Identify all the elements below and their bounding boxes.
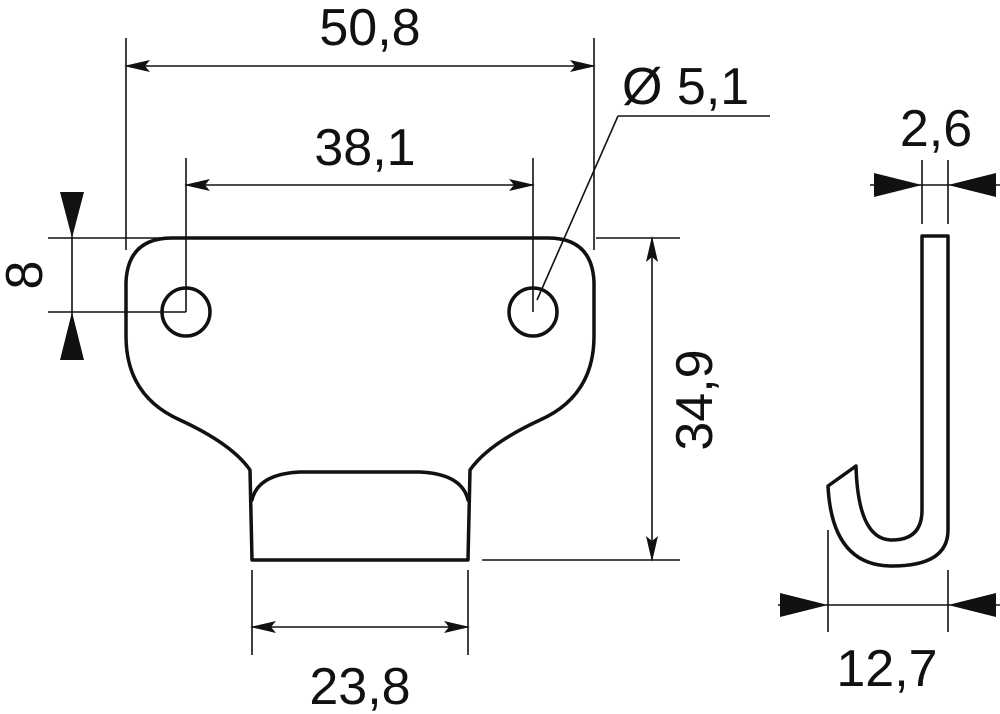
dim-hole-spacing-label: 38,1 <box>314 119 415 177</box>
hook-side-view <box>826 234 950 568</box>
plate-outline <box>124 236 596 562</box>
dimension-hole-diameter: Ø 5,1 <box>536 58 770 301</box>
dim-height-label: 34,9 <box>666 349 724 450</box>
dim-hook-thickness-label: 2,6 <box>900 100 972 158</box>
dim-hole-offset-label: 8 <box>0 261 54 290</box>
dimension-hole-offset: 8 <box>0 192 186 360</box>
dimension-tab-width: 23,8 <box>250 570 470 714</box>
dim-hook-width-label: 12,7 <box>836 640 937 698</box>
dimension-height: 34,9 <box>482 236 724 562</box>
hook-outline <box>826 234 950 568</box>
dimension-hook-width: 12,7 <box>778 530 1000 698</box>
dimension-hook-thickness: 2,6 <box>870 100 1000 224</box>
tab-bend-line <box>250 470 470 502</box>
dimension-overall-width: 50,8 <box>124 0 596 250</box>
dim-overall-width-label: 50,8 <box>319 0 420 57</box>
dim-tab-width-label: 23,8 <box>309 658 410 714</box>
dim-hole-diameter-label: Ø 5,1 <box>622 58 749 116</box>
dimension-hole-spacing: 38,1 <box>184 119 535 312</box>
hanger-plate <box>124 236 596 562</box>
